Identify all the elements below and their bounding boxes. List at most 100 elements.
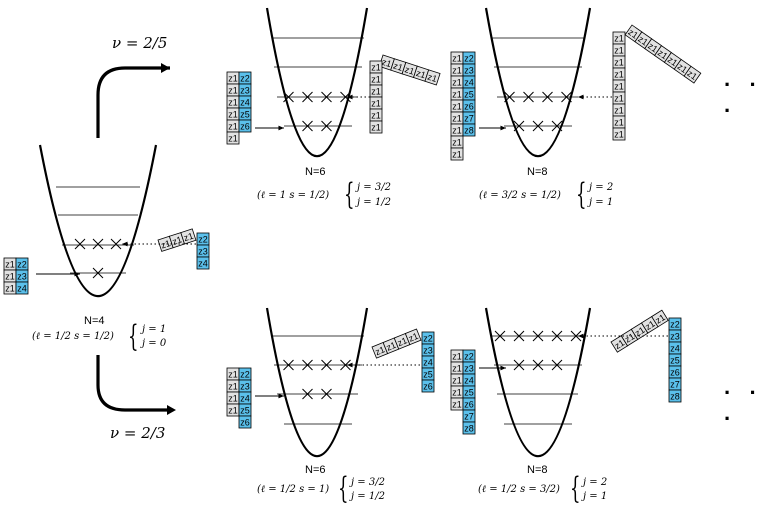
bot8-brace: { (570, 471, 581, 506)
top6-right-gray-label: z1 (381, 57, 393, 69)
top6-level0-cross (321, 120, 332, 132)
top6-in-arrow-head (278, 125, 284, 131)
n4-right-blue-label: z3 (198, 247, 208, 257)
top6-left-stack-gray-label: z1 (228, 122, 238, 132)
bot8-right-blue-label: z3 (670, 332, 680, 342)
top8-right-gray-label: z1 (676, 61, 690, 75)
top8-right-gray-label: z1 (685, 68, 699, 82)
top8-level1-cross (504, 91, 515, 103)
bot6-level2-cross (340, 359, 351, 371)
bot8-left-stack-blue-label: z4 (464, 376, 474, 386)
top6-right-gray-label: z1 (371, 123, 381, 133)
top8-left-stack-blue-label: z4 (464, 78, 474, 88)
bot8-qn-label: (ℓ = 1/2 s = 3/2) (478, 484, 560, 495)
transition-arrow-bottom-head (167, 405, 176, 415)
bot6-out-arrow-head (347, 362, 353, 368)
top6-j2: j = 1/2 (357, 197, 391, 208)
bot6-right-blue-label: z6 (423, 382, 433, 392)
bot6-left-stack-gray-label: z1 (228, 394, 238, 404)
top6-right-gray-label: z1 (371, 63, 381, 73)
top6-left-stack-blue-cell (238, 119, 252, 133)
n4-level0-cross (92, 267, 104, 279)
top8-left-stack-gray-label: z1 (452, 54, 462, 64)
bot8-left-stack-blue-label: z3 (464, 364, 474, 374)
top6-left-stack-blue-label: z6 (240, 122, 250, 132)
bot6-right-gray-label: z1 (385, 340, 398, 353)
top8-left-stack-blue-label: z3 (464, 66, 474, 76)
bot6-level1-cross (302, 388, 313, 400)
bot8-right-blue-label: z5 (670, 356, 680, 366)
bot6-right-gray-cell (404, 328, 422, 346)
top8-level0-cross (513, 120, 525, 132)
top6-right-gray-label: z1 (415, 68, 427, 80)
top8-level0-cross (551, 120, 563, 132)
bot6-left-stack-blue-label: z4 (240, 394, 250, 404)
n4-level1-cross (74, 238, 86, 250)
top8-right-gray-label: z1 (646, 41, 660, 55)
n4-right-gray-label: z1 (171, 234, 183, 246)
top8-right-gray-label: z1 (626, 27, 640, 41)
n4-j1: j = 1 (142, 324, 167, 335)
top8-level1-cross (523, 91, 534, 103)
top6-left-stack-gray-label: z1 (228, 74, 238, 84)
bot6-right-blue-label: z4 (423, 358, 433, 368)
bot8-level3-cross (494, 330, 506, 342)
top6-n-label: N=6 (305, 166, 326, 178)
top8-left-stack-blue-label: z2 (464, 54, 474, 64)
bot6-left-stack-blue-label: z5 (240, 406, 250, 416)
top8-left-stack-blue-label: z6 (464, 102, 474, 112)
bot6-j1: j = 3/2 (351, 477, 385, 488)
n4-left-stack-blue-label: z2 (17, 260, 27, 270)
top8-left-stack-gray-cell (450, 147, 464, 161)
n4-right-blue-label: z4 (198, 259, 208, 269)
top6-out-arrow-head (347, 94, 353, 100)
bot8-left-stack-blue-cell (462, 421, 476, 435)
bot6-right-blue-label: z2 (423, 334, 433, 344)
bot8-left-stack-gray-label: z1 (452, 400, 462, 410)
top8-left-stack-gray-label: z1 (452, 114, 462, 124)
top8-level1-cross (561, 91, 572, 103)
top8-qn-label: (ℓ = 3/2 s = 1/2) (479, 190, 561, 201)
bot8-right-gray-label: z1 (654, 312, 667, 326)
bot8-left-stack-gray-label: z1 (452, 376, 462, 386)
top6-left-stack-gray-cell (226, 131, 240, 145)
top8-left-stack-gray-label: z1 (452, 90, 462, 100)
n4-right-blue-label: z2 (198, 235, 208, 245)
n4-left-stack-blue-label: z3 (17, 272, 27, 282)
n4-level1-cross (110, 238, 122, 250)
top8-level0-cross (532, 120, 544, 132)
bot8-right-gray-cell (651, 309, 669, 328)
n4-right-gray-cell (180, 228, 197, 245)
top8-right-gray-label: z1 (614, 130, 624, 140)
bot8-left-stack-blue-label: z6 (464, 400, 474, 410)
bot8-j1: j = 2 (583, 477, 608, 488)
bot6-left-stack-blue-label: z3 (240, 382, 250, 392)
bot8-out-arrow-head (578, 333, 584, 339)
bot6-level2-cross (283, 359, 294, 371)
n4-qn-label: (ℓ = 1/2 s = 1/2) (32, 331, 114, 342)
top6-left-stack-gray-label: z1 (228, 86, 238, 96)
n4-left-stack-blue-label: z4 (17, 284, 27, 294)
bot6-level2-cross (321, 359, 332, 371)
top8-left-stack-gray-label: z1 (452, 78, 462, 88)
bot6-right-gray-label: z1 (374, 344, 387, 357)
bot8-j2: j = 1 (583, 491, 608, 502)
bot8-level3-cross (532, 330, 544, 342)
bot6-j2: j = 1/2 (351, 491, 385, 502)
bot8-right-blue-cell (668, 389, 682, 403)
bot8-level2-cross (551, 359, 563, 371)
bot8-n-label: N=8 (527, 464, 548, 476)
top8-n-label: N=8 (527, 166, 548, 178)
top8-right-gray-label: z1 (656, 48, 670, 62)
bot8-right-blue-label: z4 (670, 344, 680, 354)
top6-right-gray-label: z1 (392, 61, 404, 73)
top6-qn-label: (ℓ = 1 s = 1/2) (257, 190, 330, 201)
